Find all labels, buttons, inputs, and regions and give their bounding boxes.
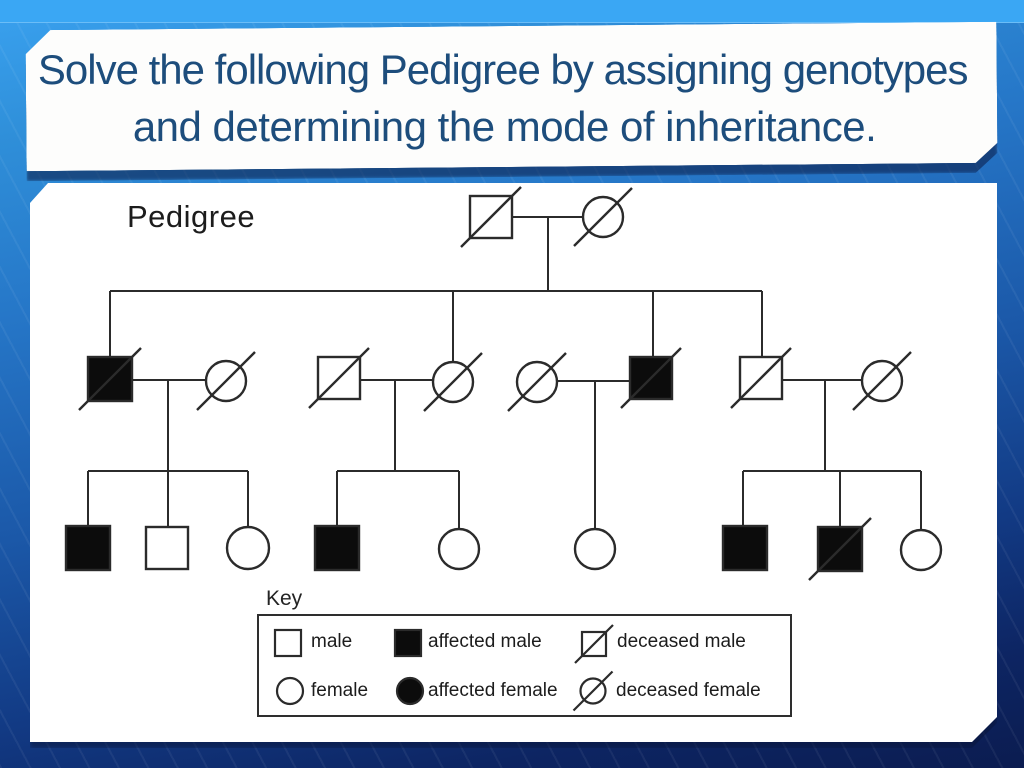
key-item-label: male <box>311 631 353 652</box>
pedigree-title: Pedigree <box>127 199 256 234</box>
key-item-label: deceased female <box>616 680 761 701</box>
key-item-label: deceased male <box>617 631 746 652</box>
key-item-label: affected female <box>428 680 558 701</box>
slide-title-line2: and determining the mode of inheritance. <box>132 103 877 150</box>
key-item-label: affected male <box>428 631 542 652</box>
key-legend-box <box>257 614 792 717</box>
key-title: Key <box>266 587 303 610</box>
slide-title-line1: Solve the following Pedigree by assignin… <box>37 46 969 93</box>
content-panel <box>30 183 997 742</box>
key-item-label: female <box>311 680 369 701</box>
top-accent-band <box>0 0 1024 23</box>
